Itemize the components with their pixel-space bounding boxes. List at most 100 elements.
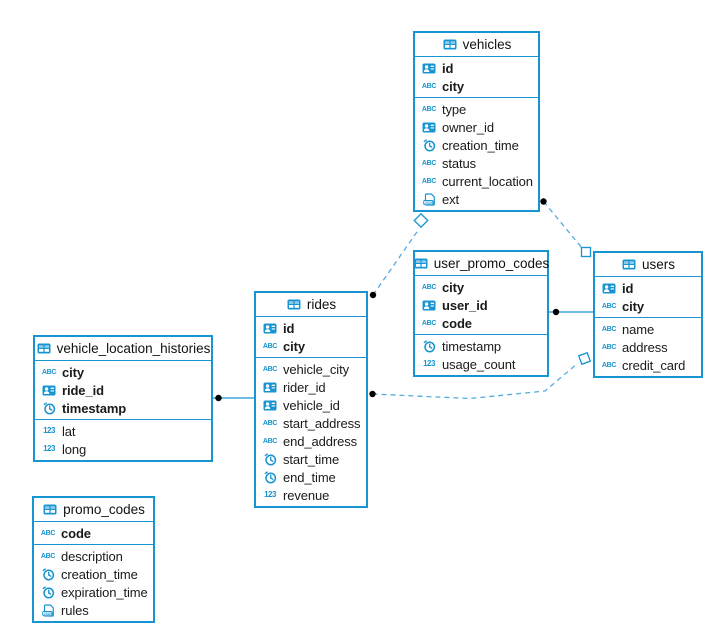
column-label: code — [61, 525, 91, 541]
column-row-owner_id[interactable]: owner_id — [415, 118, 538, 136]
column-row-user_id[interactable]: user_id — [415, 296, 547, 314]
column-row-city[interactable]: ABC city — [415, 278, 547, 296]
svg-text:JSON: JSON — [43, 611, 53, 615]
column-label: vehicle_city — [283, 361, 349, 377]
text-icon: ABC — [262, 365, 278, 373]
column-label: timestamp — [442, 338, 502, 354]
column-row-city[interactable]: ABC city — [595, 297, 701, 315]
column-row-id[interactable]: id — [256, 319, 366, 337]
column-row-start_address[interactable]: ABC start_address — [256, 414, 366, 432]
table-name: users — [641, 257, 675, 272]
column-row-creation_time[interactable]: creation_time — [415, 136, 538, 154]
column-label: end_address — [283, 433, 358, 449]
table-header[interactable]: users — [595, 253, 701, 277]
column-label: expiration_time — [61, 584, 148, 600]
column-label: type — [442, 101, 467, 117]
column-row-creation_time[interactable]: creation_time — [34, 565, 153, 583]
id-badge-icon — [41, 385, 57, 396]
column-label: address — [622, 339, 668, 355]
connection-vehicle_location_histories-rides — [213, 394, 254, 402]
number-icon: 123 — [423, 359, 435, 368]
column-row-vehicle_id[interactable]: vehicle_id — [256, 396, 366, 414]
table-header[interactable]: promo_codes — [34, 498, 153, 522]
column-row-end_address[interactable]: ABC end_address — [256, 432, 366, 450]
column-row-ride_id[interactable]: ride_id — [35, 381, 211, 399]
id-badge-icon — [421, 300, 437, 311]
text-icon: ABC — [262, 437, 278, 445]
column-label: city — [622, 298, 645, 314]
json-icon: JSON — [40, 603, 56, 617]
table-name: vehicles — [462, 37, 512, 52]
column-label: start_address — [283, 415, 361, 431]
column-label: ext — [442, 191, 460, 207]
clock-icon — [262, 452, 278, 466]
column-row-expiration_time[interactable]: expiration_time — [34, 583, 153, 601]
text-icon: ABC — [262, 342, 278, 350]
table-name: user_promo_codes — [433, 256, 550, 271]
endpoint-dot — [369, 291, 377, 299]
text-icon: ABC — [262, 419, 278, 427]
column-row-vehicle_city[interactable]: ABC vehicle_city — [256, 360, 366, 378]
column-row-id[interactable]: id — [415, 59, 538, 77]
text-icon: ABC — [40, 552, 56, 560]
column-label: status — [442, 155, 477, 171]
table-header[interactable]: rides — [256, 293, 366, 317]
column-label: city — [442, 279, 465, 295]
column-label: revenue — [283, 487, 330, 503]
column-label: code — [442, 315, 472, 331]
column-row-rider_id[interactable]: rider_id — [256, 378, 366, 396]
table-header[interactable]: user_promo_codes — [414, 252, 550, 276]
connection-vehicles-users — [540, 198, 592, 258]
column-label: timestamp — [62, 400, 127, 416]
column-row-end_time[interactable]: end_time — [256, 468, 366, 486]
text-icon: ABC — [421, 319, 437, 327]
column-label: creation_time — [61, 566, 138, 582]
column-label: long — [62, 441, 87, 457]
column-label: vehicle_id — [283, 397, 340, 413]
column-row-start_time[interactable]: start_time — [256, 450, 366, 468]
text-icon: ABC — [421, 283, 437, 291]
table-header[interactable]: vehicles — [415, 33, 538, 57]
column-row-code[interactable]: ABC code — [415, 314, 547, 332]
table-icon — [36, 343, 52, 354]
clock-icon — [41, 401, 57, 415]
column-label: start_time — [283, 451, 340, 467]
table-header[interactable]: vehicle_location_histories — [35, 337, 211, 361]
clock-icon — [262, 470, 278, 484]
column-row-timestamp[interactable]: timestamp — [35, 399, 211, 417]
column-row-timestamp[interactable]: timestamp — [415, 337, 547, 355]
endpoint-dot — [369, 390, 376, 398]
text-icon: ABC — [601, 302, 617, 310]
column-row-id[interactable]: id — [595, 279, 701, 297]
